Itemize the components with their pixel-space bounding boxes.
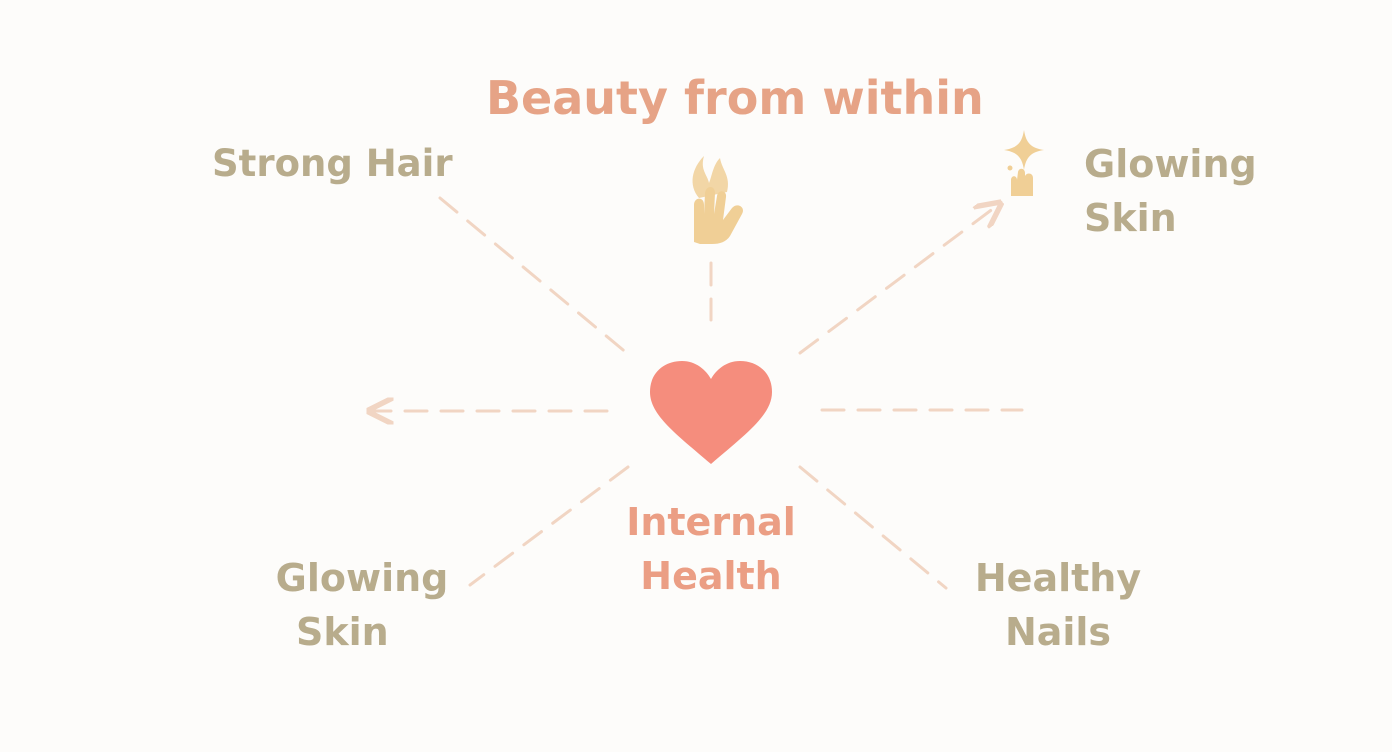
node-healthy-nails: Healthy Nails xyxy=(958,551,1158,659)
center-label-line1: Internal xyxy=(626,500,796,544)
connector-glowing-skin-bottom xyxy=(468,465,630,587)
connector-glowing-skin-top xyxy=(798,205,998,355)
node-label-line1: Glowing xyxy=(275,556,449,600)
sparkle-hand-icon xyxy=(1004,130,1044,196)
connector-healthy-nails xyxy=(798,465,948,590)
connector-strong-hair xyxy=(438,196,630,356)
diagram-title: Beauty from within xyxy=(486,71,984,125)
node-label-line1: Healthy xyxy=(974,556,1142,600)
node-label-line2: Skin xyxy=(296,610,389,654)
flame-hand-icon xyxy=(692,156,743,244)
node-strong-hair: Strong Hair xyxy=(212,142,453,185)
node-glowing-skin-bottom: Glowing Skin xyxy=(262,551,462,659)
node-label-line1: Glowing xyxy=(1084,142,1257,186)
node-label-line2: Skin xyxy=(1084,196,1177,240)
center-label: Internal Health xyxy=(611,495,811,603)
node-glowing-skin-top: Glowing Skin xyxy=(1084,137,1257,245)
heart-icon xyxy=(650,361,772,464)
center-label-line2: Health xyxy=(640,554,782,598)
node-label-line2: Nails xyxy=(1004,610,1112,654)
